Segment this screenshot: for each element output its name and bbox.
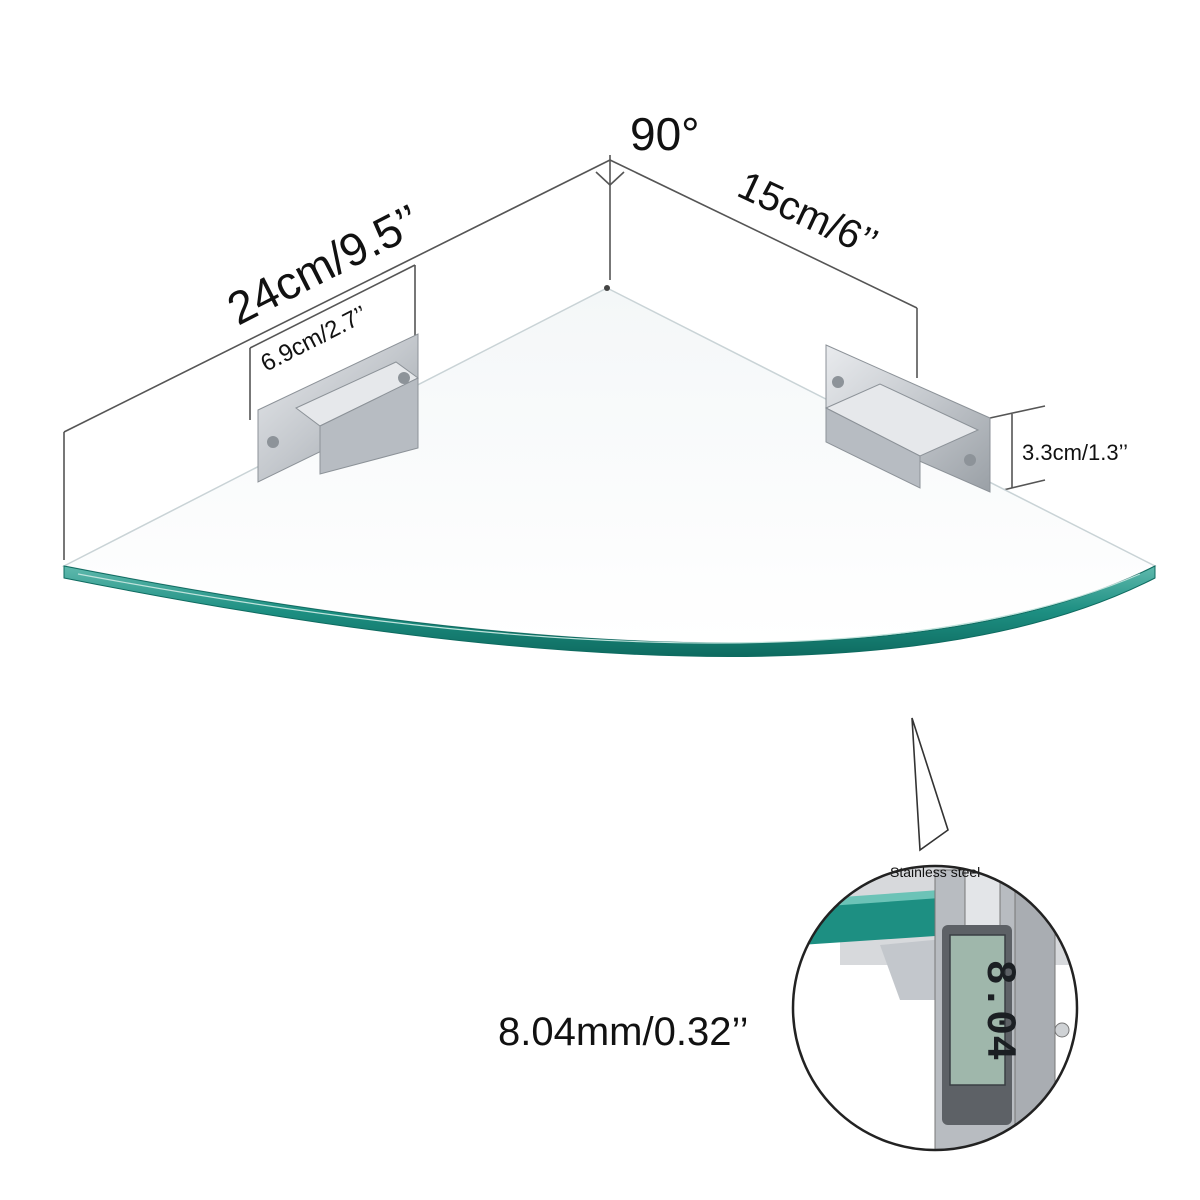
caliper-reading: 8.04 [975,960,1023,1061]
glass-shelf [61,285,1157,657]
caliper-zoom-inset: Stainless steel 8.04 [791,864,1079,1152]
angle-label: 90° [630,108,700,160]
glass-thickness-label: 8.04mm/0.32’’ [498,1010,749,1054]
right-bracket [824,344,991,493]
short-side-label: 15cm/6’’ [731,163,884,266]
left-bracket [257,333,419,483]
callout-pointer [911,717,949,852]
long-side-label: 24cm/9.5’’ [219,194,429,335]
bracket-height-label: 3.3cm/1.3’’ [1022,440,1128,465]
